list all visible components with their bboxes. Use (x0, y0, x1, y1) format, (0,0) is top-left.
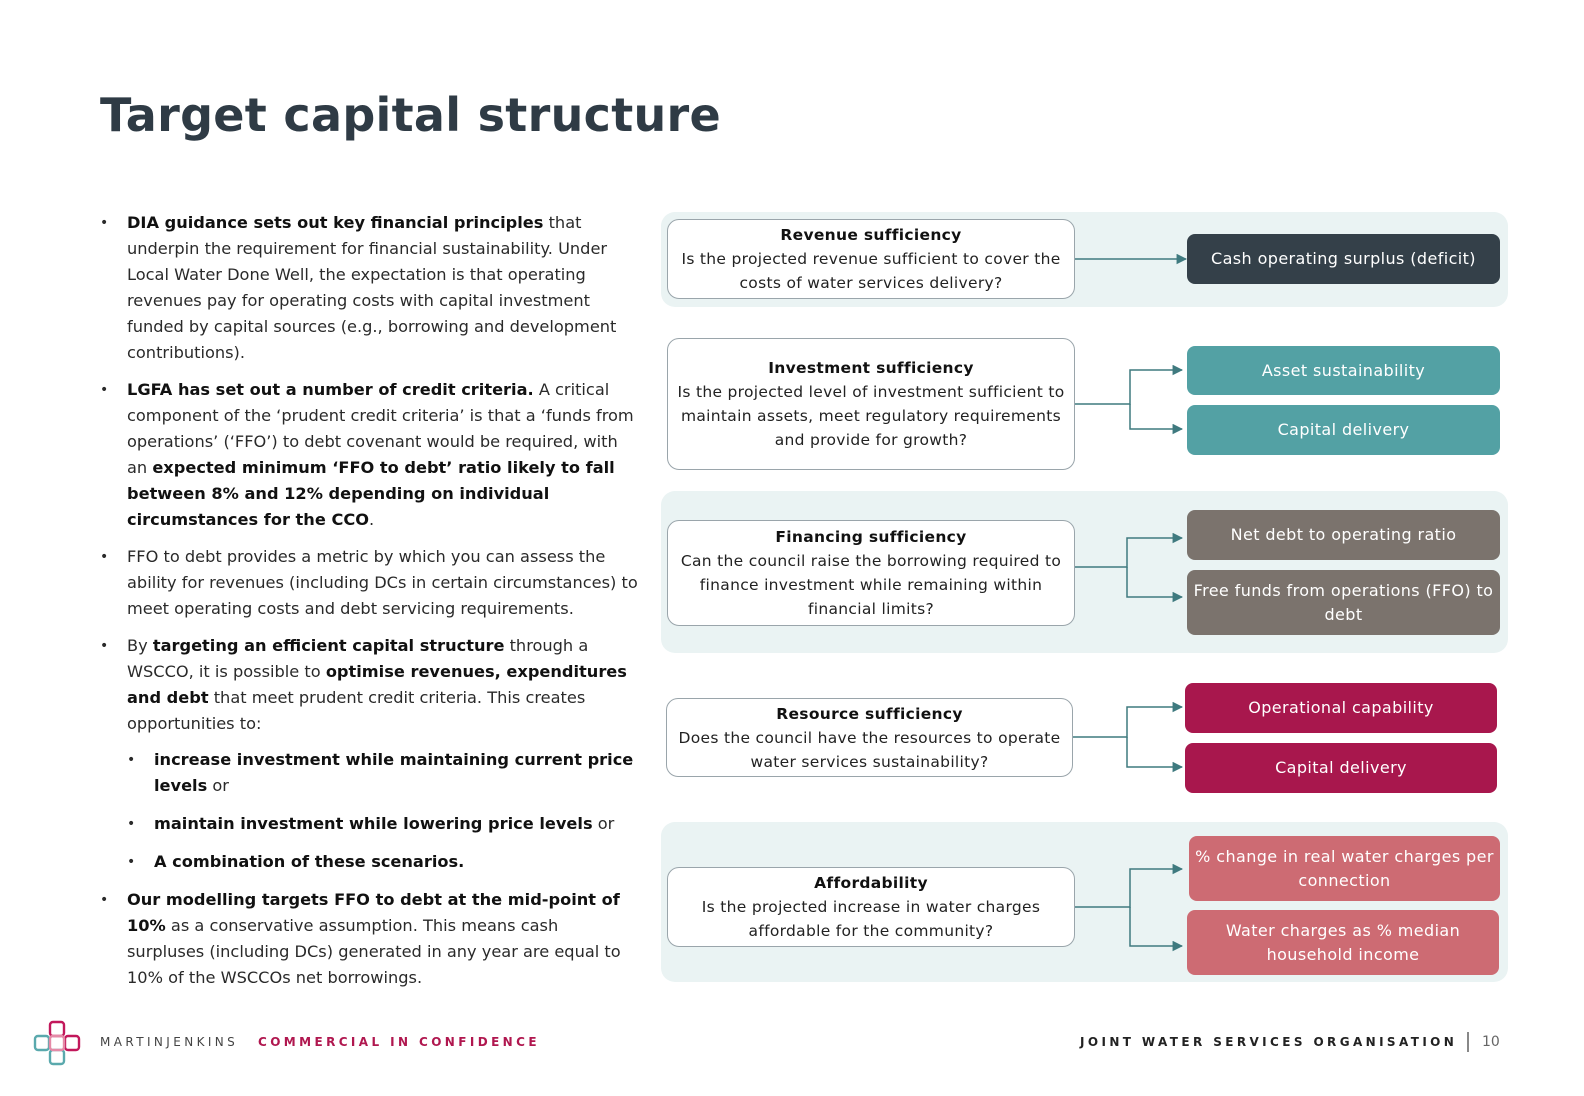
revenue-sufficiency-box: Revenue sufficiency Is the projected rev… (667, 219, 1075, 299)
bullet-ffo-metric: FFO to debt provides a metric by which y… (100, 544, 640, 622)
footer-divider (1467, 1032, 1469, 1052)
bullet-text: . (368, 510, 375, 529)
martinjenkins-logo-icon (33, 1020, 81, 1066)
metric-capital-delivery: Capital delivery (1187, 405, 1500, 455)
bullet-bold: A combination of these scenarios. (154, 852, 465, 871)
resource-sufficiency-box: Resource sufficiency Does the council ha… (666, 698, 1073, 777)
investment-sufficiency-box: Investment sufficiency Is the projected … (667, 338, 1075, 470)
box-title: Affordability (814, 874, 928, 892)
bullet-bold: LGFA has set out a number of credit crit… (127, 380, 534, 399)
page-title: Target capital structure (100, 88, 722, 142)
bullet-bold: DIA guidance sets out key financial prin… (127, 213, 544, 232)
opportunities-sublist: increase investment while maintaining cu… (127, 747, 640, 875)
connector-line (1075, 364, 1184, 405)
bullet-modelling-target: Our modelling targets FFO to debt at the… (100, 887, 640, 991)
metric-charges-median-income: Water charges as % median household inco… (1187, 910, 1499, 975)
footer-organisation: JOINT WATER SERVICES ORGANISATION (1080, 1035, 1458, 1049)
bullet-capital-structure: By targeting an efficient capital struct… (100, 633, 640, 875)
box-title: Revenue sufficiency (780, 226, 962, 244)
metric-ffo-to-debt: Free funds from operations (FFO) to debt (1187, 570, 1500, 635)
financing-sufficiency-box: Financing sufficiency Can the council ra… (667, 520, 1075, 626)
bullet-bold: maintain investment while lowering price… (154, 814, 593, 833)
footer-brand: MARTINJENKINS (100, 1035, 239, 1049)
sub-bullet: maintain investment while lowering price… (127, 811, 640, 837)
sub-bullet: increase investment while maintaining cu… (127, 747, 640, 799)
box-title: Investment sufficiency (768, 359, 974, 377)
bullet-lgfa-criteria: LGFA has set out a number of credit crit… (100, 377, 640, 533)
box-question: Can the council raise the borrowing requ… (680, 552, 1062, 618)
bullet-text: or (592, 814, 615, 833)
bullet-text: through a WSCCO, it is possible to (127, 636, 589, 681)
footer-confidential: COMMERCIAL IN CONFIDENCE (258, 1035, 540, 1049)
bullet-dia-guidance: DIA guidance sets out key financial prin… (100, 210, 640, 366)
key-points-list: DIA guidance sets out key financial prin… (100, 210, 640, 1002)
metric-cash-operating-surplus: Cash operating surplus (deficit) (1187, 234, 1500, 284)
bullet-bold: Our modelling targets FFO to debt at the… (127, 890, 620, 935)
bullet-bold: targeting an efficient capital structure (152, 636, 505, 655)
bullet-text: FFO to debt provides a metric by which y… (127, 547, 638, 618)
metric-real-water-charges: % change in real water charges per conne… (1189, 836, 1500, 901)
bullet-bold: expected minimum ‘FFO to debt’ ratio lik… (127, 458, 615, 529)
bullet-bold: increase investment while maintaining cu… (154, 750, 634, 795)
connector-line (1073, 701, 1184, 738)
metric-asset-sustainability: Asset sustainability (1187, 346, 1500, 395)
metric-capital-delivery-resource: Capital delivery (1185, 743, 1497, 793)
bullet-text: A critical component of the ‘prudent cre… (127, 380, 634, 477)
affordability-box: Affordability Is the projected increase … (667, 867, 1075, 947)
bullet-text: that underpin the requirement for financ… (127, 213, 617, 362)
box-question: Is the projected level of investment suf… (677, 383, 1065, 449)
bullet-text: as a conservative assumption. This means… (127, 916, 621, 987)
bullet-bold: optimise revenues, expenditures and debt (127, 662, 627, 707)
page-number: 10 (1482, 1034, 1500, 1050)
sub-bullet: A combination of these scenarios. (127, 849, 640, 875)
bullet-text: that meet prudent credit criteria. This … (127, 688, 586, 733)
box-question: Does the council have the resources to o… (678, 728, 1061, 771)
connector-line (1129, 404, 1184, 435)
bullet-text: By (127, 636, 153, 655)
box-question: Is the projected increase in water charg… (701, 898, 1041, 940)
connector-line (1126, 737, 1184, 773)
bullet-text: or (207, 776, 229, 795)
box-title: Resource sufficiency (776, 704, 963, 723)
metric-net-debt-ratio: Net debt to operating ratio (1187, 510, 1500, 560)
box-title: Financing sufficiency (775, 528, 967, 546)
metric-operational-capability: Operational capability (1185, 683, 1497, 733)
box-question: Is the projected revenue sufficient to c… (681, 250, 1061, 292)
